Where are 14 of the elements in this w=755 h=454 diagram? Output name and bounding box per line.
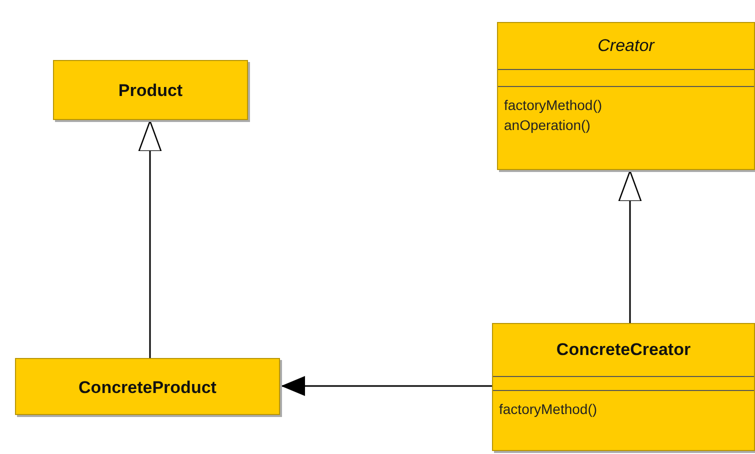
class-box: [497, 22, 755, 170]
class-name: Creator: [598, 36, 654, 56]
class-name: ConcreteCreator: [556, 340, 691, 360]
method-name: factoryMethod(): [504, 96, 604, 115]
inheritance-arrow: [138, 120, 162, 358]
class-box: [53, 60, 248, 120]
inheritance-arrow: [618, 170, 642, 323]
association-arrow: [281, 376, 492, 396]
class-name: ConcreteProduct: [78, 378, 216, 398]
class-box: [15, 358, 280, 415]
class-name: Product: [118, 81, 183, 101]
method-name: factoryMethod(): [499, 400, 598, 419]
method-name: anOperation(): [504, 116, 592, 135]
class-box: [492, 323, 755, 451]
